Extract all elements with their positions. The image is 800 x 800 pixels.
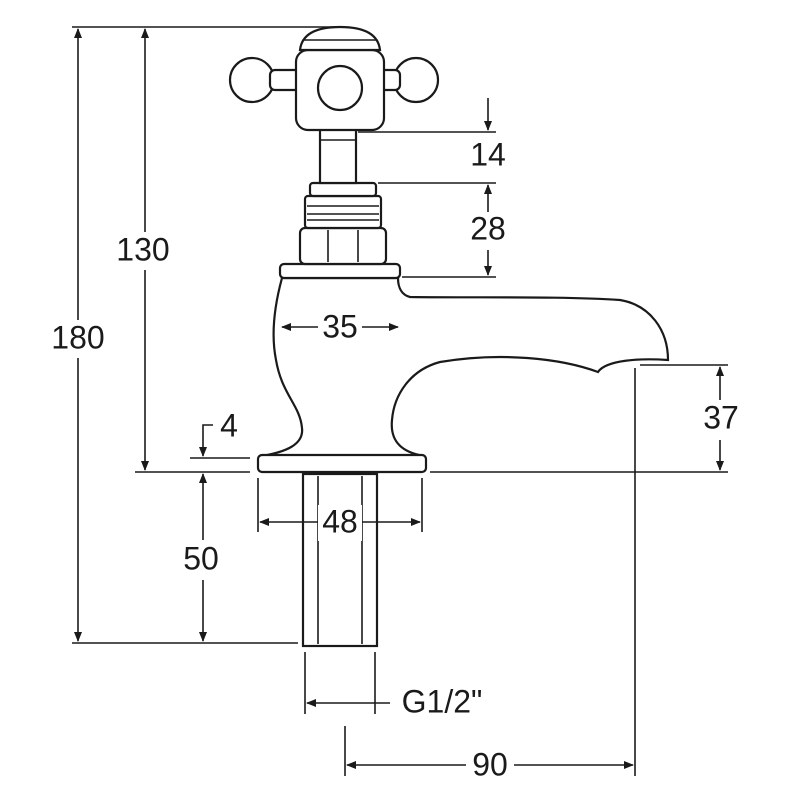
label-35: 35 [322, 308, 358, 344]
tap-body [260, 276, 670, 472]
threaded-shank [301, 472, 379, 648]
label-130: 130 [116, 231, 169, 267]
label-14: 14 [470, 136, 506, 172]
label-28: 28 [470, 210, 506, 246]
label-48: 48 [322, 503, 358, 539]
label-37: 37 [703, 399, 739, 435]
label-4: 4 [220, 407, 238, 443]
label-50: 50 [183, 540, 219, 576]
tap-outline [228, 25, 670, 648]
label-90: 90 [472, 746, 508, 782]
base-plate [256, 453, 428, 474]
label-thread: G1/2" [402, 683, 483, 719]
dim-4 [199, 424, 213, 457]
handle-cap [298, 25, 382, 52]
extension-lines [72, 26, 728, 776]
headgear [303, 194, 383, 230]
stem [318, 126, 358, 185]
hex-nut [298, 226, 388, 266]
collar [278, 262, 402, 280]
dimension-labels: 180 130 14 28 35 4 50 48 37 G1/2" 90 [50, 136, 744, 785]
handle-ball-left [228, 56, 276, 104]
label-180: 180 [51, 319, 104, 355]
